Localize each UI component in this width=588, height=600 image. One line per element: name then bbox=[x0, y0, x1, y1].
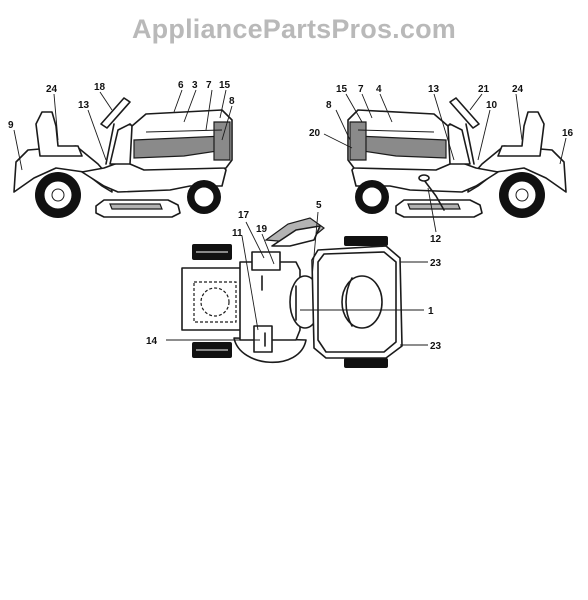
watermark: AppliancePartsPros.com bbox=[131, 14, 456, 44]
left-grille-decal bbox=[213, 121, 231, 161]
callout-9: 9 bbox=[8, 120, 14, 131]
top-dash-panel bbox=[251, 251, 281, 271]
callout-10: 10 bbox=[486, 100, 498, 111]
callout-11: 11 bbox=[232, 228, 243, 239]
left-hood-stripe bbox=[133, 135, 225, 159]
right-side-view: 15 7 4 13 21 10 24 16 8 20 12 bbox=[309, 84, 574, 245]
callout-20: 20 bbox=[309, 128, 321, 139]
callout-23-upper: 23 bbox=[430, 258, 442, 269]
left-seat bbox=[35, 111, 83, 157]
callout-5: 5 bbox=[316, 200, 322, 211]
callout-3: 3 bbox=[192, 80, 198, 91]
right-steering-wheel bbox=[449, 97, 480, 129]
callout-6: 6 bbox=[178, 80, 184, 91]
top-front-tire-lower bbox=[344, 358, 388, 368]
callout-7-left: 7 bbox=[206, 80, 212, 91]
callout-8-left: 8 bbox=[229, 96, 235, 107]
callout-24-left: 24 bbox=[46, 84, 58, 95]
top-hood-grille bbox=[341, 275, 383, 329]
callout-13-left: 13 bbox=[78, 100, 90, 111]
top-side-panel bbox=[253, 325, 273, 353]
right-deck-decal bbox=[407, 203, 461, 210]
callout-4: 4 bbox=[376, 84, 382, 95]
callout-21: 21 bbox=[478, 84, 490, 95]
callout-1: 1 bbox=[428, 306, 434, 317]
callout-8-right: 8 bbox=[326, 100, 332, 111]
callout-23-lower: 23 bbox=[430, 341, 442, 352]
callout-24-right: 24 bbox=[512, 84, 524, 95]
callout-18: 18 bbox=[94, 82, 106, 93]
right-seat bbox=[497, 111, 545, 157]
left-side-view: 24 18 6 3 7 15 8 13 9 bbox=[8, 80, 235, 218]
top-seat-outline bbox=[193, 281, 237, 323]
callout-19: 19 bbox=[256, 224, 268, 235]
callout-7-right: 7 bbox=[358, 84, 364, 95]
right-grille-decal bbox=[349, 121, 367, 161]
callout-15-left: 15 bbox=[219, 80, 231, 91]
left-steering-column bbox=[105, 123, 115, 165]
top-front-tire-upper bbox=[344, 236, 388, 246]
callout-14: 14 bbox=[146, 336, 158, 347]
callout-17: 17 bbox=[238, 210, 250, 221]
right-steering-column bbox=[465, 123, 475, 165]
callout-15-right: 15 bbox=[336, 84, 348, 95]
left-deck-decal bbox=[109, 203, 163, 210]
callout-16: 16 bbox=[562, 128, 574, 139]
top-discharge-chute bbox=[271, 225, 321, 247]
top-view: 17 19 5 11 23 1 14 23 bbox=[146, 200, 442, 368]
right-hood-stripe bbox=[355, 135, 447, 159]
left-steering-wheel bbox=[100, 97, 131, 129]
right-lift-lever bbox=[423, 179, 445, 211]
callout-13-right: 13 bbox=[428, 84, 440, 95]
callout-12: 12 bbox=[430, 234, 442, 245]
